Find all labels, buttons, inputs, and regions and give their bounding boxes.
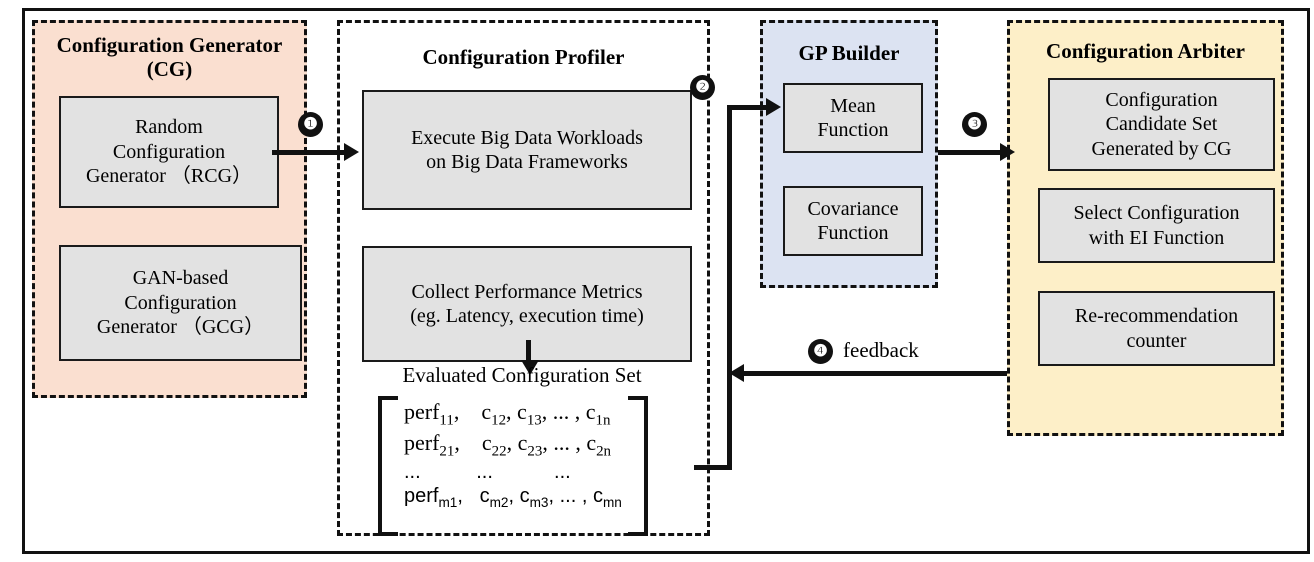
- connector-flow-1: [272, 150, 346, 155]
- box-rcg-line1: Random: [135, 116, 203, 139]
- box-mean-line2: Function: [817, 119, 889, 141]
- box-covariance-function[interactable]: Covariance Function: [783, 186, 923, 256]
- box-candidate-line1: Configuration: [1105, 88, 1218, 111]
- box-mean-function[interactable]: Mean Function: [783, 83, 923, 153]
- connector-flow-4: [742, 371, 1007, 376]
- box-gan-based-configuration-generator[interactable]: GAN-based Configuration Generator （GCG）: [59, 245, 302, 361]
- badge-flow-1: ❶: [298, 112, 323, 137]
- panel-gp-title: GP Builder: [798, 41, 900, 65]
- box-collect-line2: (eg. Latency, execution time): [410, 305, 644, 327]
- arrow-flow-4: [729, 364, 744, 382]
- box-covariance-line2: Function: [817, 222, 889, 244]
- matrix-row-1: perf11, c12, c13, ... , c1n: [404, 399, 611, 429]
- box-gcg-line2: Configuration: [124, 291, 237, 314]
- panel-cg-title: Configuration Generator (CG): [35, 33, 304, 81]
- box-select-line2: with EI Function: [1088, 226, 1225, 249]
- box-execute-big-data-workloads[interactable]: Execute Big Data Workloads on Big Data F…: [362, 90, 692, 210]
- box-mean-line1: Mean: [830, 94, 876, 117]
- panel-arbiter-title: Configuration Arbiter: [1046, 39, 1245, 63]
- box-gcg-line1: GAN-based: [132, 267, 229, 290]
- label-feedback: feedback: [843, 338, 919, 362]
- box-rcg-line3: Generator （RCG）: [85, 165, 253, 188]
- evaluated-configuration-set-label: Evaluated Configuration Set: [402, 363, 642, 387]
- evaluated-configuration-matrix: perf11, c12, c13, ... , c1n perf21, c22,…: [378, 396, 698, 536]
- box-candidate-line3: Generated by CG: [1091, 137, 1232, 160]
- box-recounter-line1: Re-recommendation: [1074, 305, 1239, 328]
- box-select-configuration-ei[interactable]: Select Configuration with EI Function: [1038, 188, 1275, 263]
- matrix-row-ellipsis: ... ... ...: [404, 461, 571, 484]
- matrix-bracket-right: [627, 396, 648, 536]
- box-recounter-line2: counter: [1126, 329, 1187, 352]
- arrow-down-to-evaluated-set: [521, 360, 539, 375]
- box-collect-line1: Collect Performance Metrics: [411, 280, 643, 303]
- badge-flow-3: ❸: [962, 112, 987, 137]
- panel-cg-title-line1: Configuration Generator: [56, 33, 283, 57]
- panel-cg-title-line2: (CG): [146, 57, 193, 82]
- panel-configuration-arbiter: Configuration Arbiter Configuration Cand…: [1007, 20, 1284, 436]
- arrow-flow-2: [766, 98, 781, 116]
- panel-configuration-profiler: Configuration Profiler Execute Big Data …: [337, 20, 710, 536]
- matrix-row-m: perfm1, cm2, cm3, ... , cmn: [404, 484, 622, 510]
- connector-flow-2-top: [727, 105, 771, 110]
- box-rcg-line2: Configuration: [112, 140, 226, 163]
- box-select-line1: Select Configuration: [1073, 202, 1240, 225]
- panel-gp-builder: GP Builder Mean Function Covariance Func…: [760, 20, 938, 288]
- badge-flow-2: ❷: [690, 75, 715, 100]
- box-execute-line2: on Big Data Frameworks: [426, 151, 628, 173]
- box-re-recommendation-counter[interactable]: Re-recommendation counter: [1038, 291, 1275, 366]
- connector-collect-to-set: [526, 340, 531, 362]
- box-configuration-candidate-set[interactable]: Configuration Candidate Set Generated by…: [1048, 78, 1275, 171]
- connector-flow-3: [938, 150, 1006, 155]
- connector-flow-2-vertical: [727, 105, 732, 467]
- matrix-row-2: perf21, c22, c23, ... , c2n: [404, 430, 612, 460]
- matrix-bracket-left: [378, 396, 398, 536]
- matrix-rows: perf11, c12, c13, ... , c1n perf21, c22,…: [398, 396, 628, 536]
- badge-flow-4: ❹: [808, 339, 833, 364]
- panel-configuration-generator: Configuration Generator (CG) Random Conf…: [32, 20, 307, 398]
- box-candidate-line2: Candidate Set: [1105, 113, 1218, 136]
- arrow-flow-3: [1000, 143, 1015, 161]
- outer-frame: [22, 8, 1310, 554]
- box-collect-performance-metrics[interactable]: Collect Performance Metrics (eg. Latency…: [362, 246, 692, 362]
- arrow-flow-1: [344, 143, 359, 161]
- box-gcg-line3: Generator （GCG）: [96, 316, 265, 339]
- box-covariance-line1: Covariance: [807, 197, 899, 220]
- box-random-configuration-generator[interactable]: Random Configuration Generator （RCG）: [59, 96, 279, 208]
- panel-profiler-title: Configuration Profiler: [422, 45, 625, 69]
- box-execute-line1: Execute Big Data Workloads: [411, 126, 643, 149]
- connector-flow-2-stub: [694, 465, 732, 470]
